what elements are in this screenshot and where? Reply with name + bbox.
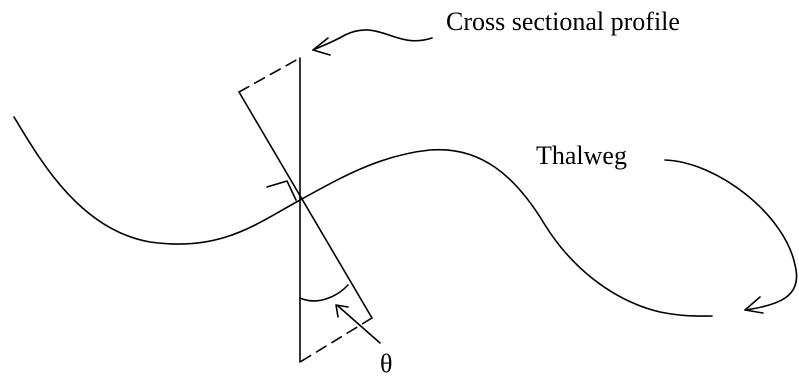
theta-arrow-shaft [337,305,381,344]
dashed-connector-bottom [299,317,373,363]
cross-section-line [238,91,373,319]
right-angle-marker [266,180,297,201]
thalweg-arrow-curve [664,159,798,311]
cross-section-label: Cross sectional profile [446,7,680,36]
thalweg-arrowhead [744,296,764,314]
cross-section-arrow-curve [312,29,433,51]
thalweg-curve [13,116,713,317]
theta-arrowhead [335,304,349,318]
cross-section-arrowhead [312,37,331,56]
dashed-connector-top [238,57,301,93]
theta-angle-arc [299,284,349,302]
thalweg-label: Thalweg [536,141,627,170]
theta-label: θ [380,349,392,377]
